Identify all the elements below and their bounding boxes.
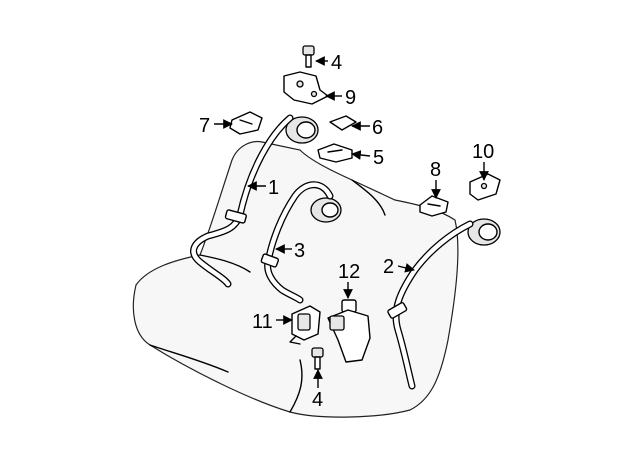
part-7-cover (229, 111, 263, 135)
callout-4-bottom: 4 (312, 389, 323, 411)
part-9-bracket (283, 71, 329, 105)
callout-2: 2 (383, 256, 394, 278)
part-10-bracket (469, 173, 501, 201)
part-5-guide (317, 143, 353, 163)
callout-1: 1 (268, 177, 279, 199)
leader-lines (214, 56, 489, 388)
part-6-plate (329, 115, 357, 131)
part-12-buckle (327, 299, 371, 363)
rear-seat-outline (132, 140, 459, 418)
part-11-buckle (289, 305, 321, 345)
callout-6: 6 (372, 117, 383, 139)
part-2-right-belt-assembly (387, 218, 501, 390)
callout-5: 5 (373, 147, 384, 169)
callout-11: 11 (252, 311, 273, 333)
part-4-bolt-top (302, 45, 315, 68)
part-1-left-belt-assembly (190, 114, 319, 288)
callout-labels: 4 9 7 6 5 1 8 10 3 2 12 11 4 (199, 52, 494, 411)
callout-12: 12 (338, 261, 360, 283)
callout-8: 8 (430, 159, 441, 181)
part-8-cover (419, 195, 449, 217)
callout-10: 10 (472, 141, 494, 163)
callout-4-top: 4 (331, 52, 342, 74)
callout-9: 9 (345, 87, 356, 109)
part-3-center-belt-assembly (260, 181, 342, 304)
callout-7: 7 (199, 115, 210, 137)
part-4-bolt-bottom (311, 347, 324, 370)
callout-3: 3 (294, 240, 305, 262)
